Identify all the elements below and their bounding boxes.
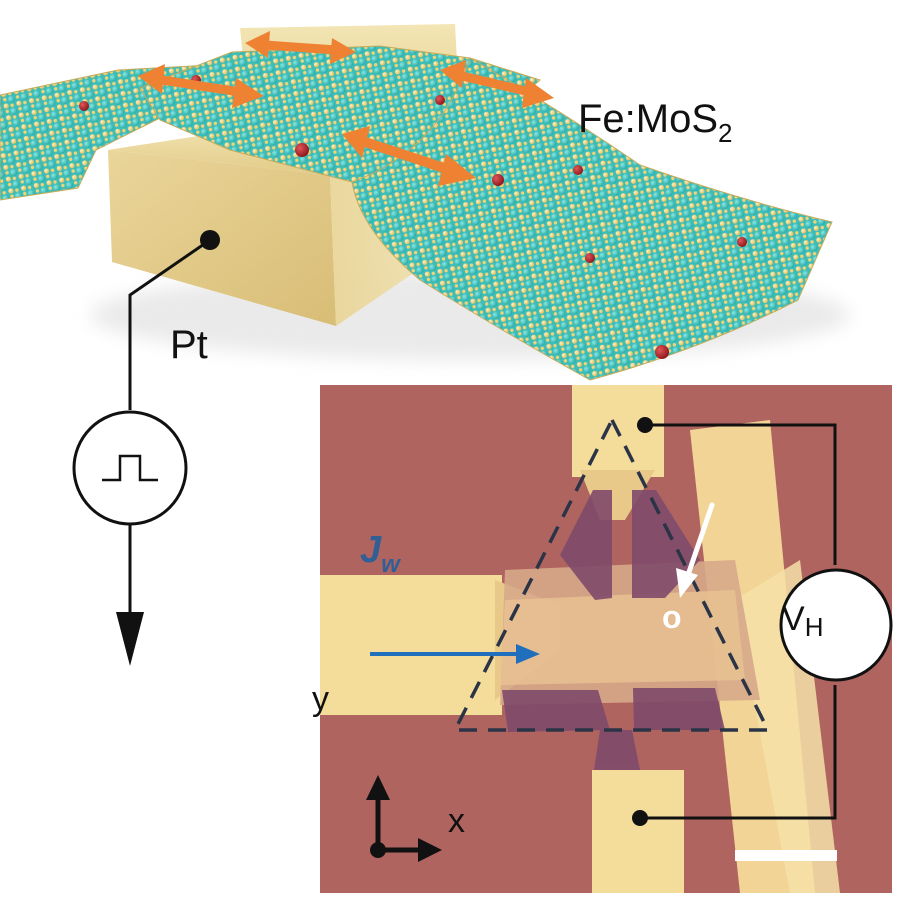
hall-wire-bottom [640, 685, 837, 820]
axis-label-x: x [448, 802, 465, 840]
strain-arrow [342, 126, 476, 186]
electrode-label: Pt [170, 323, 208, 367]
strain-arrow [138, 64, 264, 108]
hall-bar-arms [502, 490, 725, 770]
fe-atom [655, 345, 669, 359]
measurement-marker: o [662, 599, 682, 635]
coordinate-axes [366, 775, 442, 862]
schematic-3d: Fe:MoS2 Pt [0, 24, 850, 381]
triangle-flake-outline [452, 416, 771, 732]
fe-atom [295, 143, 309, 157]
hall-voltage-main: V [782, 600, 805, 638]
axis-label-y: y [312, 680, 329, 718]
hall-wire-top [645, 423, 837, 565]
pulse-wire [128, 238, 211, 410]
scale-bar [735, 850, 837, 861]
current-density-sub: w [381, 551, 401, 578]
fe-atom [573, 165, 583, 175]
current-density-label: Jw [360, 529, 401, 578]
hall-arm-top-left [560, 490, 612, 600]
strain-arrows [138, 31, 554, 186]
current-arrow [370, 644, 540, 664]
strain-arrow [245, 31, 356, 64]
fe-atom [585, 253, 595, 263]
white-pointer-arrow [676, 502, 715, 598]
hall-voltage-label: VH [782, 600, 823, 642]
ground-arrow-icon [116, 612, 144, 666]
pt-block-front-face [108, 150, 336, 326]
fe-dopant-atoms [79, 75, 747, 359]
hall-arm-neck-bottom [594, 730, 640, 770]
fe-atom [737, 237, 747, 247]
material-label: Fe:MoS2 [578, 97, 733, 148]
pulse-circuit [72, 230, 220, 666]
contact-pad-bottom [592, 770, 684, 893]
hall-voltmeter: VH [779, 568, 893, 682]
flake-channel [500, 590, 745, 685]
hall-arm-bottom-left [502, 690, 610, 732]
voltmeter-circle [779, 568, 893, 682]
fe-atom [435, 95, 445, 105]
strain-arrow [440, 60, 554, 108]
fe-atom [492, 174, 504, 186]
material-label-main: Fe:MoS [578, 97, 718, 141]
contact-pad-right-mid [735, 560, 840, 893]
current-density-main: J [360, 529, 382, 571]
mos2-sheet-right [351, 57, 833, 381]
contact-pad-left [320, 575, 502, 715]
material-label-sub: 2 [718, 118, 732, 148]
pulse-source-icon [72, 410, 188, 526]
hall-voltage-sub: H [805, 612, 824, 642]
fe-atom [79, 101, 89, 111]
hall-arm-bottom-right [633, 688, 725, 730]
hall-circuit [632, 417, 837, 826]
